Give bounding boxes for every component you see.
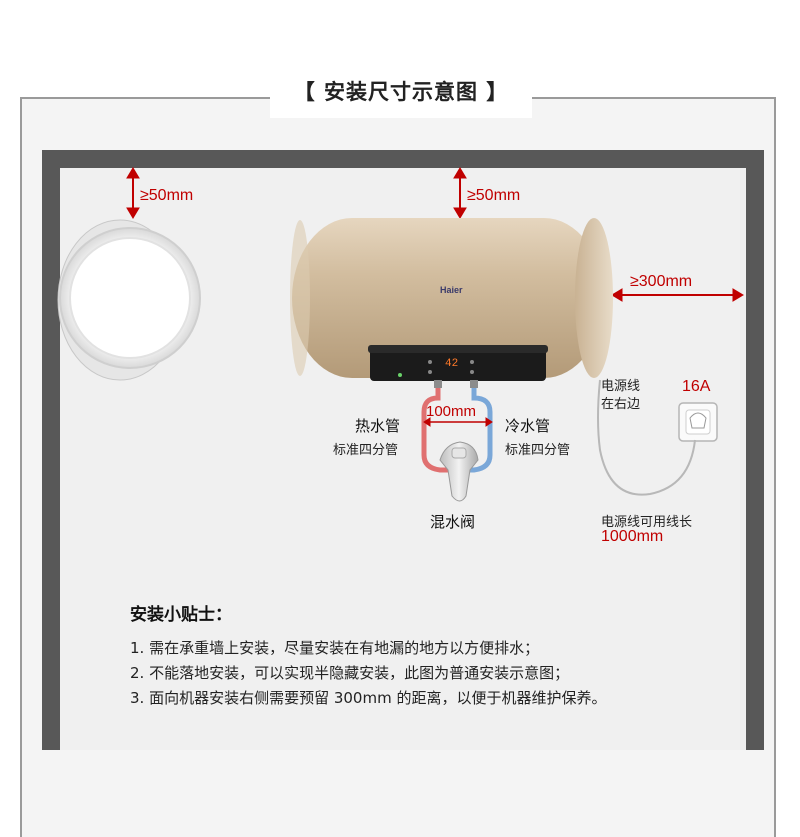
- side-heater-end-view: [57, 219, 201, 381]
- page-title: 【 安装尺寸示意图 】: [293, 80, 509, 104]
- cord-length-value: 1000mm: [601, 528, 664, 545]
- right-clearance-label: ≥300mm: [630, 273, 693, 290]
- left-top-clearance-label: ≥50mm: [140, 187, 194, 204]
- right-clearance-arrow: [611, 288, 744, 302]
- cold-pipe-label: 冷水管: [505, 417, 551, 435]
- power-cord-side-label-1: 电源线: [601, 379, 641, 394]
- tip-item-1: 1. 需在承重墙上安装，尽量安装在有地漏的地方以方便排水；: [130, 639, 540, 657]
- cold-pipe-sublabel: 标准四分管: [505, 443, 571, 458]
- hot-pipe-label: 热水管: [355, 417, 401, 435]
- pipe-spacing-arrow: [423, 417, 493, 427]
- socket-rating-label: 16A: [682, 378, 711, 395]
- pipe-spacing-label: 100mm: [426, 403, 477, 420]
- installation-diagram: [57, 167, 744, 502]
- cold-water-pipe: [464, 380, 493, 473]
- cord-length-label: 电源线可用线长: [601, 515, 693, 530]
- mixer-valve-label: 混水阀: [430, 513, 476, 531]
- control-panel: [368, 345, 548, 381]
- hot-water-pipe: [421, 380, 452, 473]
- power-cord: [597, 379, 696, 496]
- water-heater-tank: [290, 218, 613, 378]
- power-socket: [678, 402, 718, 442]
- mixer-valve: [439, 441, 479, 502]
- tip-item-2: 2. 不能落地安装，可以实现半隐藏安装，此图为普通安装示意图；: [130, 664, 570, 682]
- tips-heading: 安装小贴士：: [130, 605, 232, 625]
- left-top-clearance-arrow: [126, 167, 140, 219]
- tip-item-3: 3. 面向机器安装右侧需要预留 300mm 的距离，以便于机器维护保养。: [130, 689, 607, 707]
- title-background: [270, 72, 532, 118]
- display-readout: 42: [445, 358, 459, 370]
- heater-top-clearance-label: ≥50mm: [467, 187, 521, 204]
- power-cord-side-label-2: 在右边: [601, 397, 641, 412]
- heater-top-clearance-arrow: [453, 167, 467, 219]
- hot-pipe-sublabel: 标准四分管: [333, 443, 399, 458]
- brand-logo: Haier: [440, 285, 463, 295]
